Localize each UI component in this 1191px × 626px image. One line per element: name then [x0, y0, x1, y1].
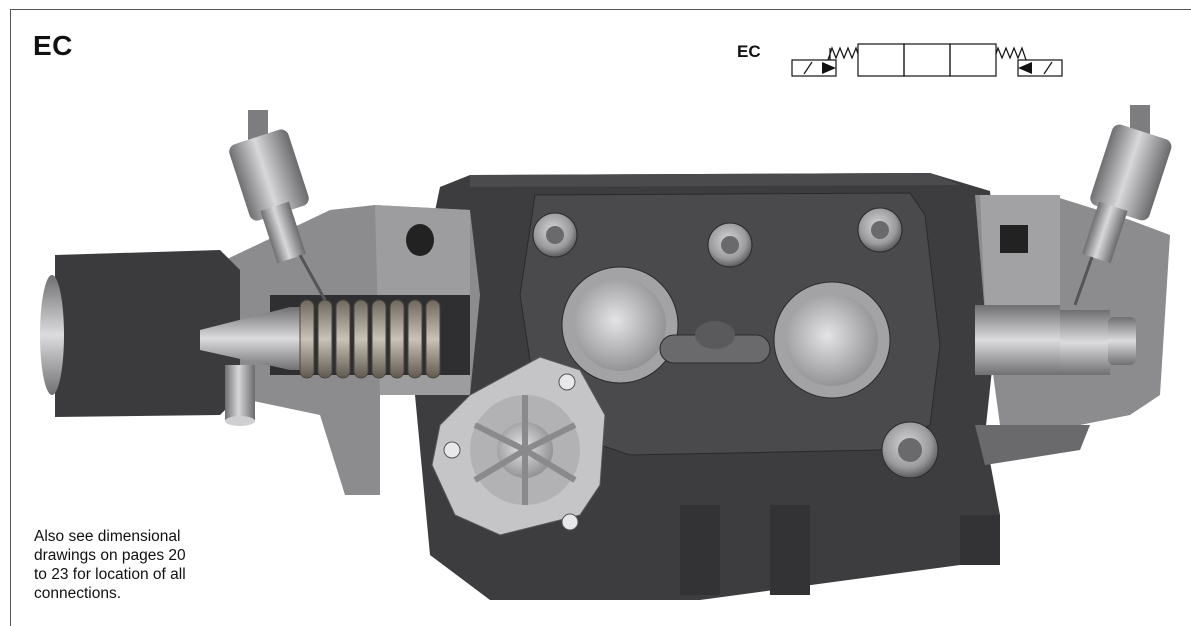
valve-illustration [40, 105, 1172, 600]
frame-top-border [10, 9, 1191, 10]
right-sensor [1073, 105, 1172, 306]
left-sensor [229, 110, 327, 301]
frame-left-border [10, 9, 11, 626]
mounting-bosses [532, 207, 939, 479]
left-solenoid-housing [55, 250, 240, 417]
ports [561, 266, 891, 399]
schematic-label: EC [737, 42, 761, 61]
left-spring [299, 299, 441, 379]
note-line: drawings on pages 20 [34, 547, 186, 564]
page-title: EC [33, 30, 73, 61]
reference-note: Also see dimensional drawings on pages 2… [34, 527, 244, 603]
note-line: Also see dimensional [34, 528, 181, 545]
note-line: to 23 for location of all [34, 566, 186, 583]
note-line: connections. [34, 585, 122, 602]
cover-plate [431, 356, 606, 536]
valve-schematic-symbol [791, 43, 1063, 77]
